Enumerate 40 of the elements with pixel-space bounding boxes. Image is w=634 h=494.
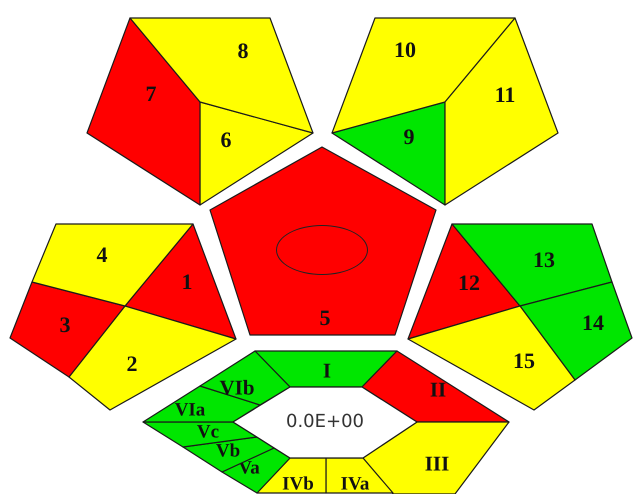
segment-number: 15 — [513, 350, 535, 372]
criterion-segment — [362, 351, 509, 422]
segment-number: 13 — [533, 249, 555, 271]
criterion-segment — [10, 282, 125, 377]
segment-number: VIa — [174, 400, 206, 420]
criterion-segment — [255, 351, 397, 387]
criterion-segment — [445, 18, 558, 205]
criterion-segment — [125, 224, 236, 339]
segment-number: II — [430, 380, 446, 400]
criterion-segment — [452, 224, 612, 306]
segment-number: 3 — [60, 314, 70, 336]
segment-number: Vb — [216, 442, 240, 460]
segment-number: 9 — [404, 126, 414, 148]
criterion-segment — [408, 306, 575, 410]
segment-number: 14 — [582, 312, 604, 334]
segment-number: 11 — [494, 84, 516, 106]
segment-number: I — [322, 360, 332, 382]
criterion-segment — [326, 458, 393, 493]
segment-number: IVb — [282, 474, 314, 494]
criterion-segment — [87, 18, 200, 205]
segment-number: 1 — [182, 271, 192, 293]
score-value: 0.0E+00 — [286, 413, 364, 431]
segment-number: 2 — [126, 353, 138, 375]
segment-number: 8 — [238, 40, 248, 62]
criterion-segment — [408, 224, 520, 339]
segment-number: 4 — [96, 244, 108, 266]
segment-number: 12 — [458, 272, 480, 294]
criterion-segment — [200, 102, 313, 205]
segment-number: 7 — [146, 83, 156, 105]
ellipse-outline — [276, 225, 368, 275]
segment-number: 6 — [220, 129, 232, 151]
criterion-segment — [332, 102, 445, 205]
segment-number: Vc — [196, 422, 220, 442]
segment-number: 10 — [394, 39, 416, 61]
segment-number: IVa — [340, 474, 370, 494]
criterion-segment — [32, 224, 193, 306]
criterion-segment — [130, 18, 313, 133]
segment-number: III — [424, 454, 450, 474]
segment-number: 5 — [320, 307, 330, 329]
segment-number: VIb — [219, 378, 255, 398]
